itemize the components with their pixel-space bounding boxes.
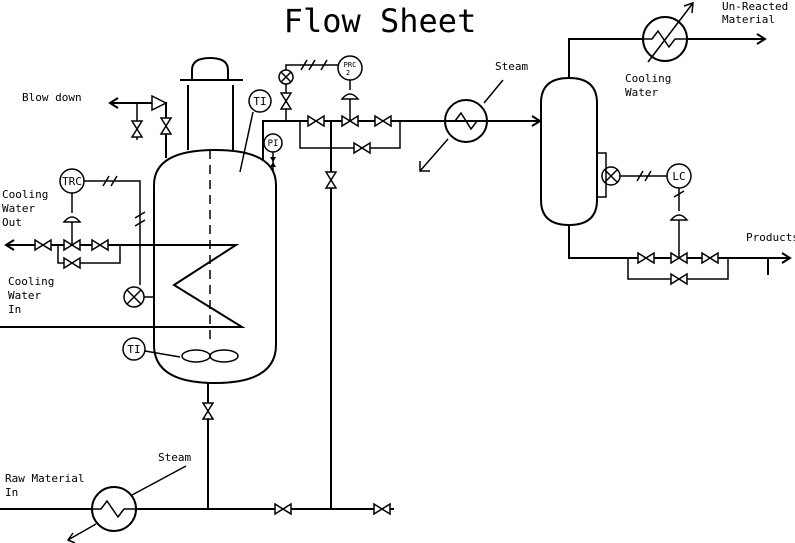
gate-valve [701, 252, 719, 264]
ti-instrument-top: TI [239, 89, 272, 173]
relief-valve-icon [151, 94, 168, 112]
steam-label-bottom: Steam [158, 451, 191, 464]
svg-text:PI: PI [268, 139, 279, 149]
svg-text:Cooling: Cooling [625, 72, 671, 85]
trc-signal-line [84, 175, 146, 285]
ti-instrument-bottom: TI [122, 337, 181, 361]
gate-valve [374, 115, 392, 127]
blow-down-label: Blow down [22, 91, 82, 104]
separator-overhead-line [568, 33, 767, 78]
svg-text:Water: Water [8, 289, 41, 302]
separator-vessel [540, 76, 598, 227]
gate-valve [637, 252, 655, 264]
svg-text:Cooling: Cooling [8, 275, 54, 288]
bypass-line [299, 121, 401, 149]
svg-text:Material: Material [722, 13, 775, 26]
gate-valve [160, 117, 172, 135]
trc-instrument: TRC [59, 168, 85, 194]
svg-text:Un-Reacted: Un-Reacted [722, 0, 788, 13]
cooling-coil [0, 244, 246, 328]
svg-text:Out: Out [2, 216, 22, 229]
reactor-vessel [153, 148, 277, 385]
diaphragm-actuator-icon [669, 214, 689, 221]
cooling-water-out-line [4, 239, 18, 251]
lc-instrument: LC [666, 163, 692, 189]
cooling-water-condenser-label: Cooling Water [625, 72, 671, 99]
gate-valve [91, 239, 109, 251]
prc-instrument: PRC 2 [337, 55, 363, 81]
gate-valve [325, 171, 337, 189]
svg-text:PRC: PRC [344, 61, 357, 69]
agitator-impeller [181, 349, 239, 363]
svg-text:Raw Material: Raw Material [5, 472, 84, 485]
reactor-overhead-line [262, 115, 542, 160]
svg-text:Cooling: Cooling [2, 188, 48, 201]
svg-text:LC: LC [672, 170, 685, 183]
cooling-water-in-label: Cooling Water In [8, 275, 54, 316]
prc-signal-line [285, 59, 338, 71]
steam-line-top [419, 79, 504, 172]
pi-instrument: PI [263, 133, 283, 153]
bypass-line [57, 245, 121, 264]
bypass-valve [353, 142, 371, 154]
condenser [642, 1, 694, 63]
svg-text:TI: TI [127, 343, 140, 356]
gate-valve [274, 503, 292, 515]
diaphragm-actuator-icon [62, 216, 82, 223]
steam-label-top: Steam [495, 60, 528, 73]
svg-text:In: In [5, 486, 18, 499]
agitator-motor [180, 56, 243, 150]
svg-text:In: In [8, 303, 21, 316]
unreacted-material-label: Un-Reacted Material [722, 0, 788, 26]
gate-valve [131, 120, 143, 138]
lc-signal-line [620, 170, 685, 211]
heat-exchanger-bottom [91, 486, 137, 532]
gate-valve [280, 92, 292, 110]
temperature-element-icon [123, 286, 154, 308]
bypass-valve [63, 257, 81, 269]
bypass-valve [670, 273, 688, 285]
svg-text:Water: Water [625, 86, 658, 99]
gate-valve [202, 402, 214, 420]
gate-valve [307, 115, 325, 127]
svg-text:TRC: TRC [62, 175, 82, 188]
gate-valve [373, 503, 391, 515]
heat-exchanger-top [444, 99, 488, 143]
svg-text:2: 2 [346, 69, 350, 77]
cooling-water-out-label: Cooling Water Out [2, 188, 48, 229]
gate-valve [34, 239, 52, 251]
page-title: Flow Sheet [284, 2, 477, 40]
svg-text:Water: Water [2, 202, 35, 215]
bypass-line [627, 258, 729, 280]
level-gauge [597, 152, 621, 198]
raw-material-in-label: Raw Material In [5, 472, 84, 499]
steam-line-bottom [66, 465, 187, 543]
products-label: Products [746, 231, 795, 244]
diaphragm-actuator-icon [340, 93, 360, 100]
svg-text:TI: TI [253, 95, 266, 108]
